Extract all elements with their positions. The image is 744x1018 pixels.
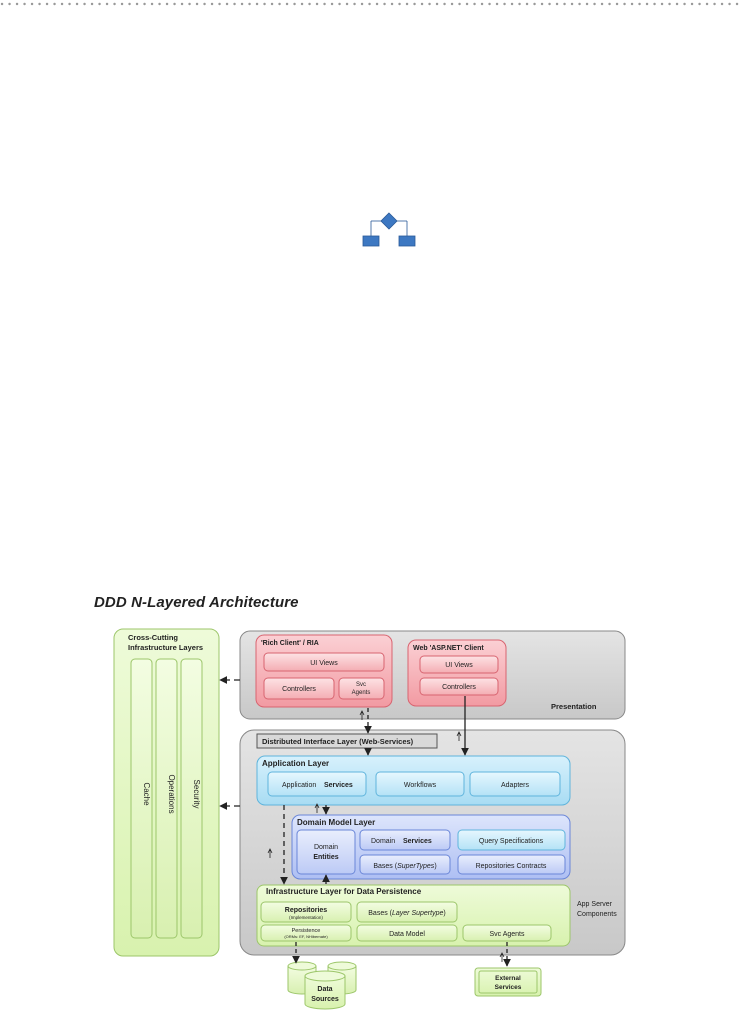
small-direction-marks: [267, 710, 505, 962]
cross-cutting-title-1: Cross-Cutting: [128, 633, 178, 642]
rich-controllers: Controllers: [282, 686, 316, 693]
external-services-1: External: [495, 975, 521, 982]
application-layer-title: Application Layer: [262, 759, 329, 768]
operations-label: Operations: [167, 774, 176, 813]
infra-bases-suffix: ): [443, 910, 445, 917]
rich-svc: Svc: [356, 682, 366, 688]
web-ui-views: UI Views: [445, 662, 473, 669]
security-label: Security: [192, 780, 201, 809]
domain-bases: Bases (SuperTypes): [373, 863, 436, 870]
adapters: Adapters: [501, 782, 530, 789]
domain-model-layer: Domain Model Layer Domain Entities Domai…: [291, 814, 571, 880]
infra-bases-italic: Layer Supertype: [392, 910, 443, 917]
infra-bases: Bases (Layer Supertype): [368, 910, 445, 917]
presentation-label: Presentation: [551, 702, 597, 711]
diagram-title: DDD N-Layered Architecture: [94, 594, 299, 611]
cross-cutting-layers: Cross-Cutting Infrastructure Layers Cach…: [113, 628, 220, 957]
app-services-bold: Services: [324, 782, 353, 789]
rich-client-title: 'Rich Client' / RIA: [261, 640, 319, 647]
connectors: [219, 676, 511, 967]
workflows: Workflows: [404, 782, 437, 789]
persistence-sub: (ORMs: EF, NHibernate): [284, 934, 328, 939]
infrastructure-layer: Infrastructure Layer for Data Persistenc…: [256, 884, 571, 947]
repositories-contracts: Repositories Contracts: [476, 863, 547, 870]
repositories: Repositories: [285, 907, 328, 914]
distributed-interface-layer: Distributed Interface Layer (Web-Service…: [256, 733, 438, 749]
domain-services-prefix: Domain: [371, 838, 395, 845]
infrastructure-title: Infrastructure Layer for Data Persistenc…: [266, 887, 422, 896]
domain-entities-2: Entities: [313, 854, 338, 861]
presentation-layer: Presentation 'Rich Client' / RIA UI View…: [239, 630, 626, 720]
query-specifications: Query Specifications: [479, 838, 544, 845]
app-server-line1: App Server: [577, 901, 613, 908]
domain-bases-prefix: Bases (: [373, 863, 397, 870]
data-sources-1: Data: [317, 986, 332, 993]
persistence: Persistence: [292, 928, 321, 934]
repositories-sub: (Implementation): [289, 915, 323, 920]
external-services: External Services: [474, 967, 542, 997]
data-sources: Data Sources: [287, 961, 357, 1010]
domain-entities-1: Domain: [314, 844, 338, 851]
web-controllers: Controllers: [442, 684, 476, 691]
distributed-interface-label: Distributed Interface Layer (Web-Service…: [262, 737, 414, 746]
app-server-line2: Components: [577, 911, 617, 918]
cross-cutting-title-2: Infrastructure Layers: [128, 643, 203, 652]
infra-bases-prefix: Bases (: [368, 910, 392, 917]
domain-layer-title: Domain Model Layer: [297, 818, 375, 827]
rich-ui-views: UI Views: [310, 660, 338, 667]
domain-services-bold: Services: [403, 838, 432, 845]
infra-svc-agents: Svc Agents: [489, 931, 525, 938]
data-sources-2: Sources: [311, 996, 339, 1003]
flowchart-icon: [362, 212, 416, 247]
domain-bases-italic: SuperTypes: [397, 863, 435, 870]
domain-bases-suffix: ): [434, 863, 436, 870]
data-model: Data Model: [389, 931, 425, 938]
external-services-2: Services: [495, 984, 522, 991]
app-services-prefix: Application: [282, 782, 316, 789]
application-layer: Application Layer Application Services W…: [256, 755, 571, 806]
cache-label: Cache: [142, 782, 151, 806]
rich-agents: Agents: [352, 690, 371, 696]
web-client-title: Web 'ASP.NET' Client: [413, 645, 484, 652]
